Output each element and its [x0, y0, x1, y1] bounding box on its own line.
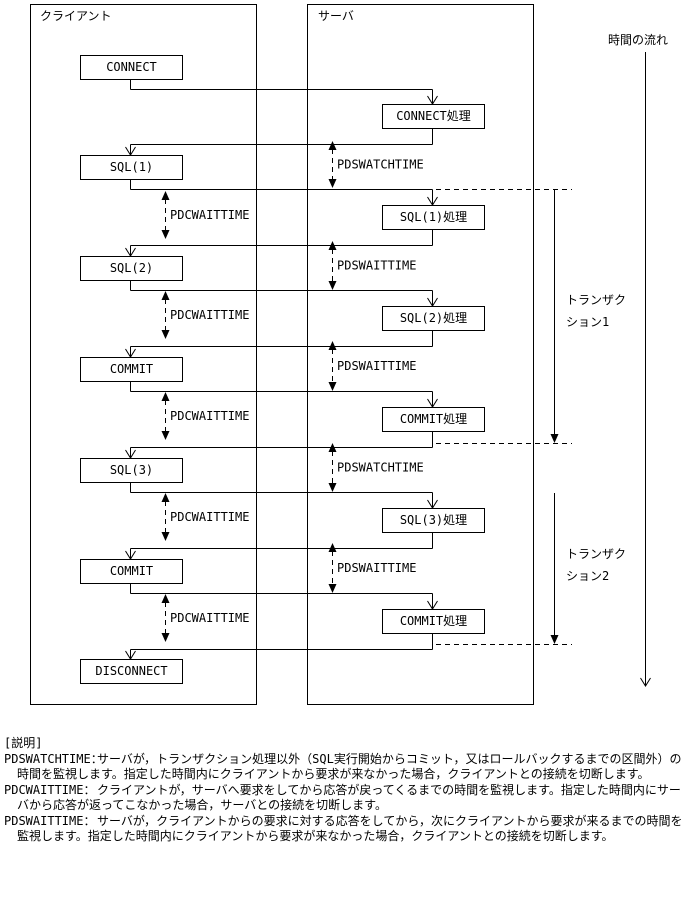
- transaction1-label: トランザク: [566, 293, 626, 307]
- time-flow-arrow-head: [640, 677, 651, 687]
- note-term: PDSWATCHTIME：: [4, 751, 103, 766]
- transaction-span-head: [550, 635, 559, 644]
- note-pdswatchtime: PDSWATCHTIME： サーバが，トランザクション処理以外（SQL実行開始か…: [4, 752, 684, 783]
- client-timer-arrow-head-up: [161, 493, 170, 502]
- server-timer-arrow-head-down: [328, 382, 337, 391]
- client-step-label: COMMIT: [110, 564, 153, 578]
- note-pdcwaittime: PDCWAITTIME： クライアントが，サーバへ要求をしてから応答が戻ってくる…: [4, 783, 684, 814]
- client-step-label: CONNECT: [106, 60, 157, 74]
- note-pdswaittime: PDSWAITTIME： サーバが，クライアントからの要求に対する応答をしてから…: [4, 814, 684, 845]
- server-timer-arrow-head-down: [328, 483, 337, 492]
- client-step-box: [80, 256, 183, 281]
- response-arrow-head: [125, 146, 136, 156]
- note-description: サーバが，トランザクション処理以外（SQL実行開始からコミット，又はロールバック…: [17, 751, 682, 782]
- server-step-box: [382, 205, 485, 230]
- client-lane: [30, 4, 257, 705]
- note-term: PDSWAITTIME：: [4, 813, 96, 828]
- server-step-label: SQL(2)処理: [400, 311, 467, 325]
- explanation-heading: [説明]: [4, 736, 43, 750]
- server-timer-label: PDSWAITTIME: [337, 359, 416, 373]
- note-description: クライアントが，サーバへ要求をしてから応答が戻ってくるまでの時間を監視します。指…: [17, 782, 681, 813]
- client-timer-arrow-head-down: [161, 633, 170, 642]
- response-arrow-head: [125, 449, 136, 459]
- sequence-diagram: クライアント サーバ 時間の流れ CONNECT SQL(1) SQL(2) COMM…: [30, 4, 668, 705]
- server-timer-arrow-head-down: [328, 281, 337, 290]
- client-step-box: [80, 55, 183, 80]
- server-step-box: [382, 407, 485, 432]
- server-step-box: [382, 508, 485, 533]
- client-step-label: SQL(1): [110, 160, 153, 174]
- server-timer-arrow-head-down: [328, 584, 337, 593]
- response-arrow-head: [125, 550, 136, 560]
- server-timer-label: PDSWAITTIME: [337, 259, 416, 273]
- server-timer-arrow-head-up: [328, 543, 337, 552]
- request-arrow-head: [427, 499, 438, 509]
- server-timer-label: PDSWATCHTIME: [337, 461, 424, 475]
- diagram-flow: CONNECT SQL(1) SQL(2) COMMIT SQL(3) COMMIT DIS…: [80, 52, 651, 687]
- transaction2-label: ション2: [566, 569, 609, 583]
- client-timer-arrow-head-up: [161, 594, 170, 603]
- client-timer-arrow-head-up: [161, 291, 170, 300]
- client-timer-arrow-head-down: [161, 431, 170, 440]
- server-step-box: [382, 104, 485, 129]
- client-timer-label: PDCWAITTIME: [170, 208, 249, 222]
- request-arrow-head: [427, 398, 438, 408]
- server-timer-arrow-head-up: [328, 341, 337, 350]
- response-arrow-head: [125, 348, 136, 358]
- server-step-label: SQL(3)処理: [400, 513, 467, 527]
- client-timer-label: PDCWAITTIME: [170, 510, 249, 524]
- client-timer-arrow-head-down: [161, 532, 170, 541]
- explanation: [説明] PDSWATCHTIME： サーバが，トランザクション処理以外（SQL…: [4, 736, 684, 845]
- server-step-box: [382, 306, 485, 331]
- client-timer-label: PDCWAITTIME: [170, 611, 249, 625]
- client-step-label: SQL(3): [110, 463, 153, 477]
- server-timer-arrow-head-up: [328, 443, 337, 452]
- client-step-label: DISCONNECT: [95, 664, 167, 678]
- request-arrow-head: [427, 95, 438, 105]
- client-step-label: COMMIT: [110, 362, 153, 376]
- client-timer-arrow-head-down: [161, 230, 170, 239]
- client-timer-arrow-head-up: [161, 191, 170, 200]
- note-term: PDCWAITTIME：: [4, 782, 96, 797]
- request-arrow-head: [427, 196, 438, 206]
- server-lane-title: サーバ: [318, 9, 354, 23]
- server-timer-arrow-head-up: [328, 241, 337, 250]
- server-lane: [307, 4, 534, 705]
- server-step-label: SQL(1)処理: [400, 210, 467, 224]
- client-timer-label: PDCWAITTIME: [170, 308, 249, 322]
- client-step-box: [80, 357, 183, 382]
- client-timer-arrow-head-down: [161, 330, 170, 339]
- response-arrow-head: [125, 247, 136, 257]
- transaction1-label: ション1: [566, 315, 609, 329]
- client-step-box: [80, 659, 183, 684]
- response-arrow-head: [125, 650, 136, 660]
- server-step-label: COMMIT処理: [400, 614, 467, 628]
- request-arrow-head: [427, 297, 438, 307]
- server-timer-arrow-head-up: [328, 141, 337, 150]
- client-lane-title: クライアント: [40, 9, 112, 23]
- server-step-label: COMMIT処理: [400, 412, 467, 426]
- client-step-box: [80, 458, 183, 483]
- client-step-box: [80, 559, 183, 584]
- server-timer-arrow-head-down: [328, 179, 337, 188]
- time-flow-label: 時間の流れ: [608, 33, 668, 47]
- client-step-label: SQL(2): [110, 261, 153, 275]
- request-arrow-head: [427, 600, 438, 610]
- server-timer-label: PDSWAITTIME: [337, 561, 416, 575]
- client-timer-arrow-head-up: [161, 392, 170, 401]
- client-timer-label: PDCWAITTIME: [170, 409, 249, 423]
- note-description: サーバが，クライアントからの要求に対する応答をしてから，次にクライアントから要求…: [17, 813, 683, 844]
- server-step-label: CONNECT処理: [396, 109, 471, 123]
- transaction-span-head: [550, 434, 559, 443]
- transaction2-label: トランザク: [566, 547, 626, 561]
- client-step-box: [80, 155, 183, 180]
- server-step-box: [382, 609, 485, 634]
- server-timer-label: PDSWATCHTIME: [337, 158, 424, 172]
